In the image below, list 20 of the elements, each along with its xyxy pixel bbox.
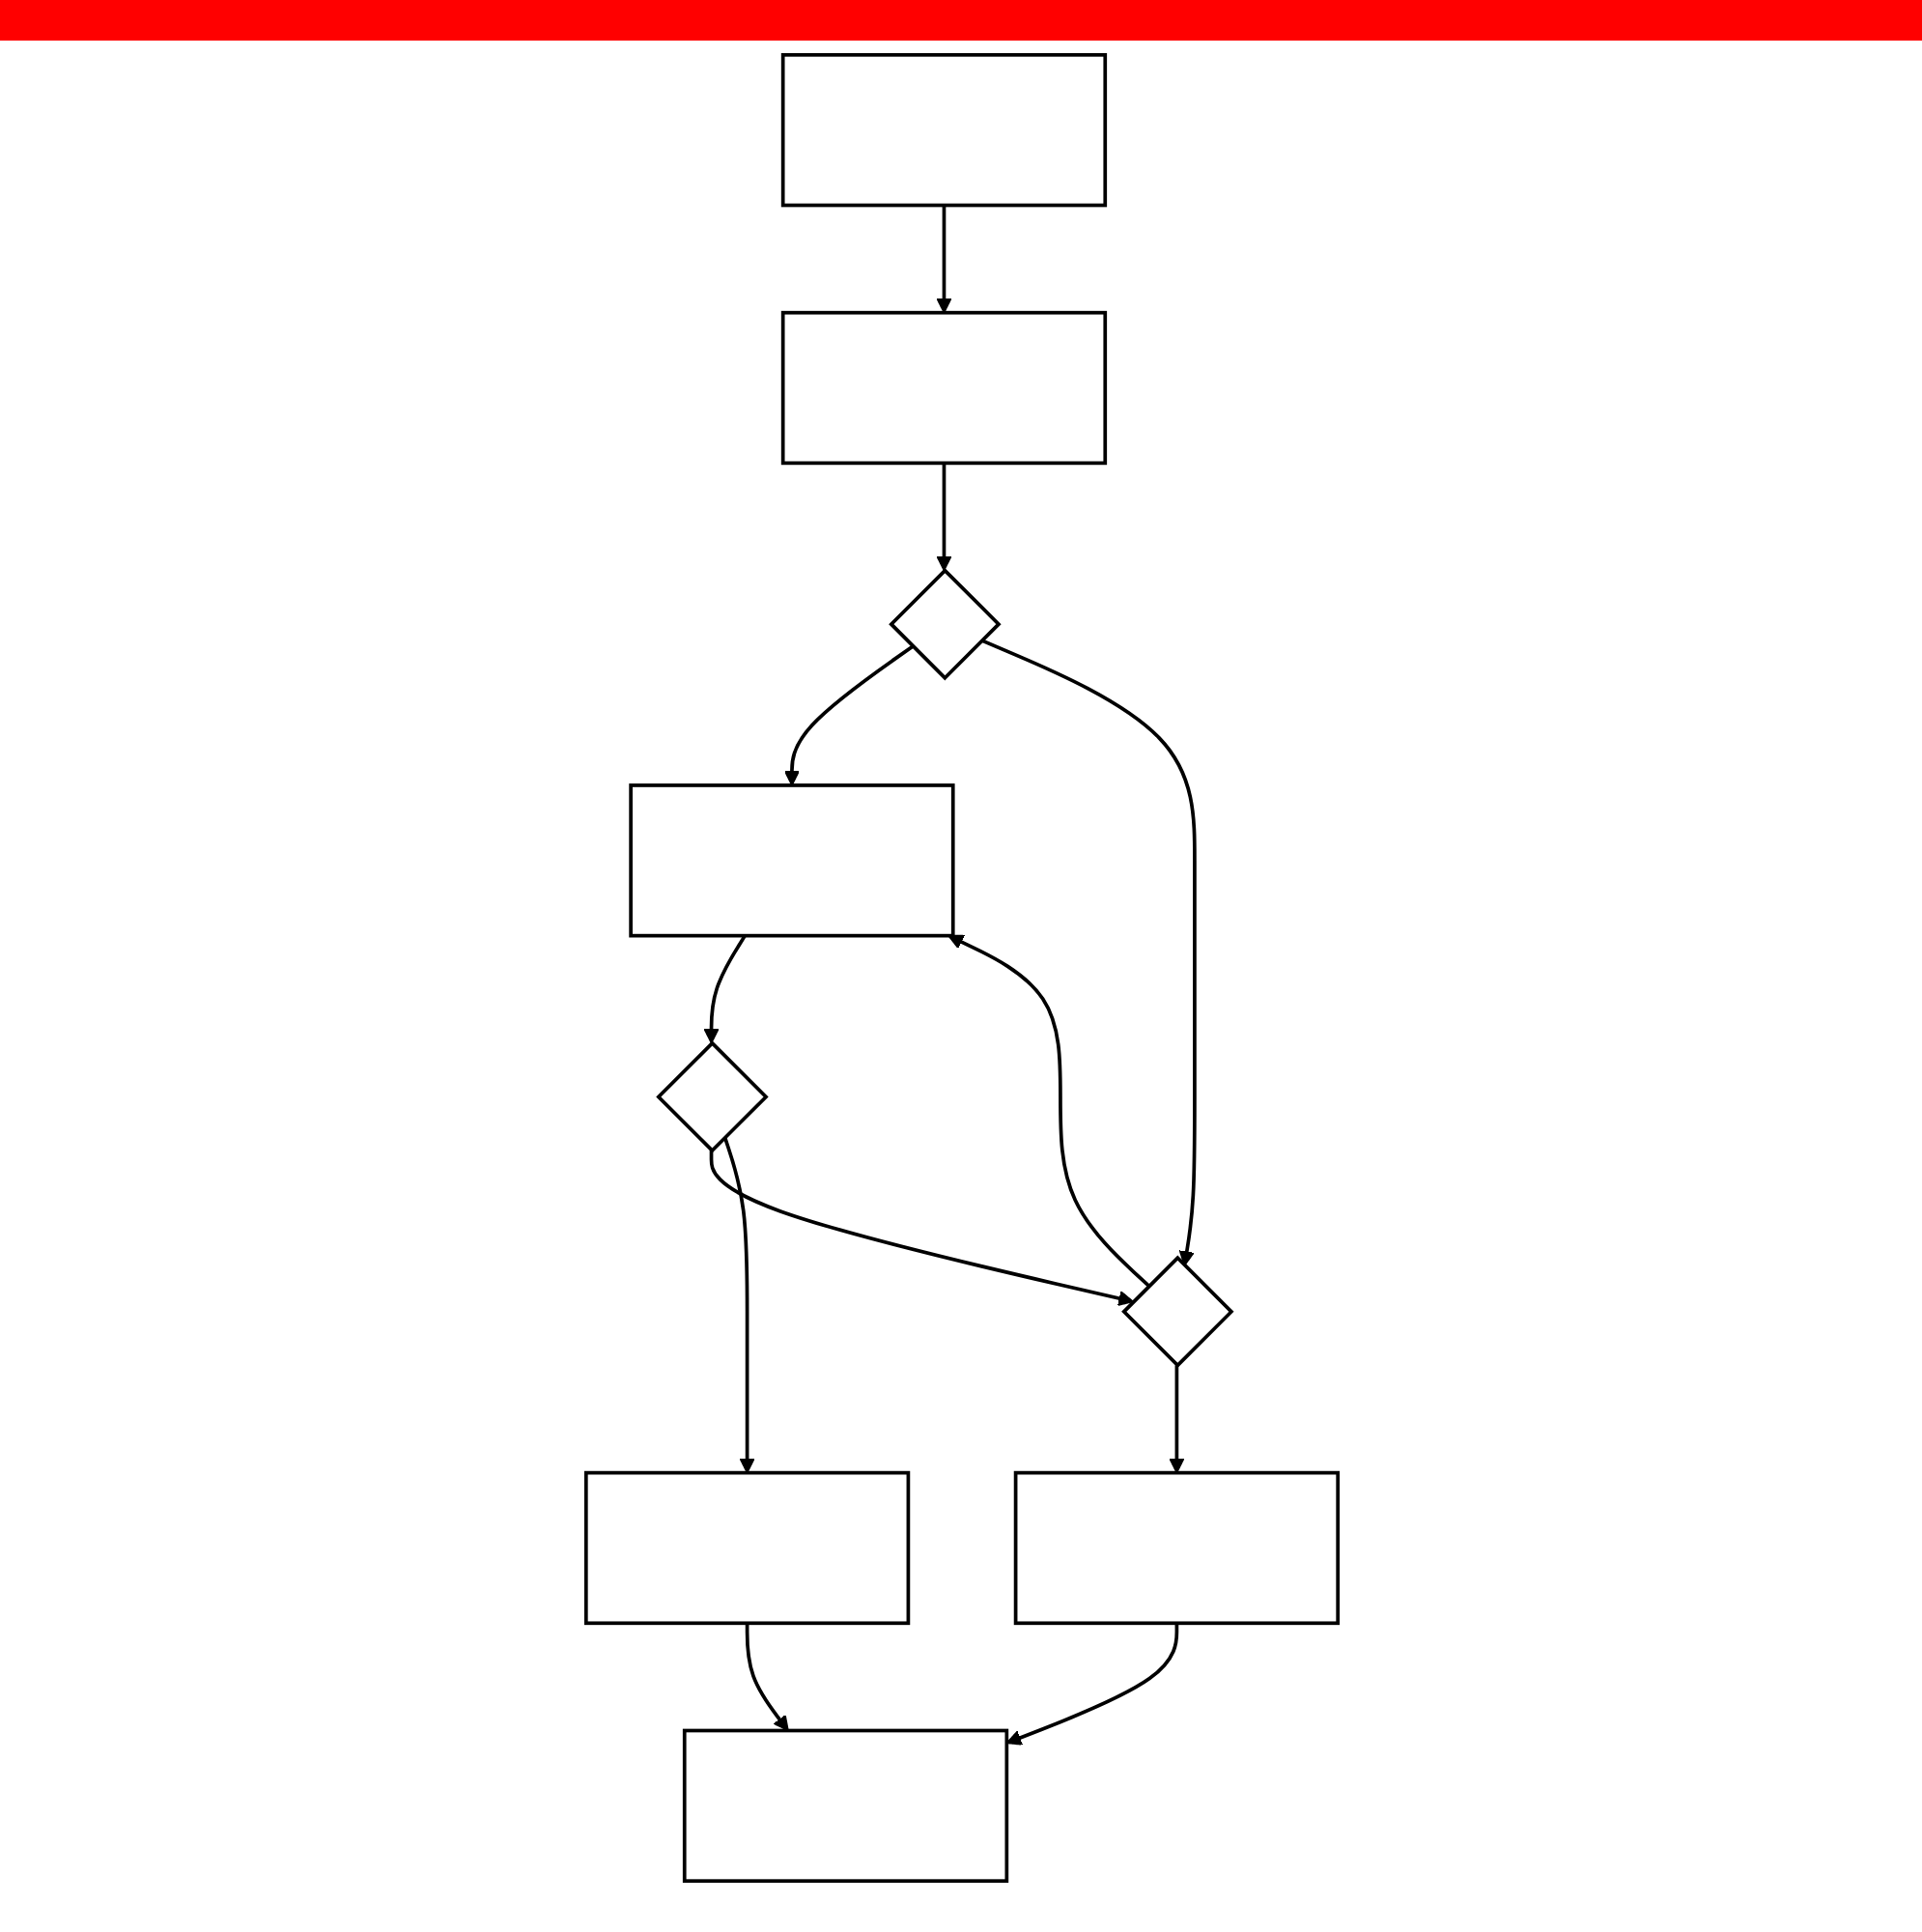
arrow xyxy=(1004,1623,1178,1746)
node-box xyxy=(582,1470,910,1626)
arrow xyxy=(721,1136,754,1474)
node-box xyxy=(1012,1470,1340,1626)
node-diamond xyxy=(1120,1255,1233,1369)
arrow xyxy=(979,639,1196,1266)
arrow xyxy=(744,1623,788,1732)
node-box xyxy=(628,783,954,938)
arrow xyxy=(1168,1365,1184,1474)
arrow xyxy=(935,463,951,572)
arrow xyxy=(702,934,746,1044)
node-diamond xyxy=(655,1040,768,1153)
node-box xyxy=(779,310,1107,466)
node-box xyxy=(681,1728,1008,1884)
arrow xyxy=(708,1151,1133,1307)
arrow xyxy=(935,205,951,314)
arrow xyxy=(947,934,1149,1288)
arrow xyxy=(782,644,913,786)
node-diamond xyxy=(888,567,1001,681)
node-box xyxy=(779,52,1107,208)
